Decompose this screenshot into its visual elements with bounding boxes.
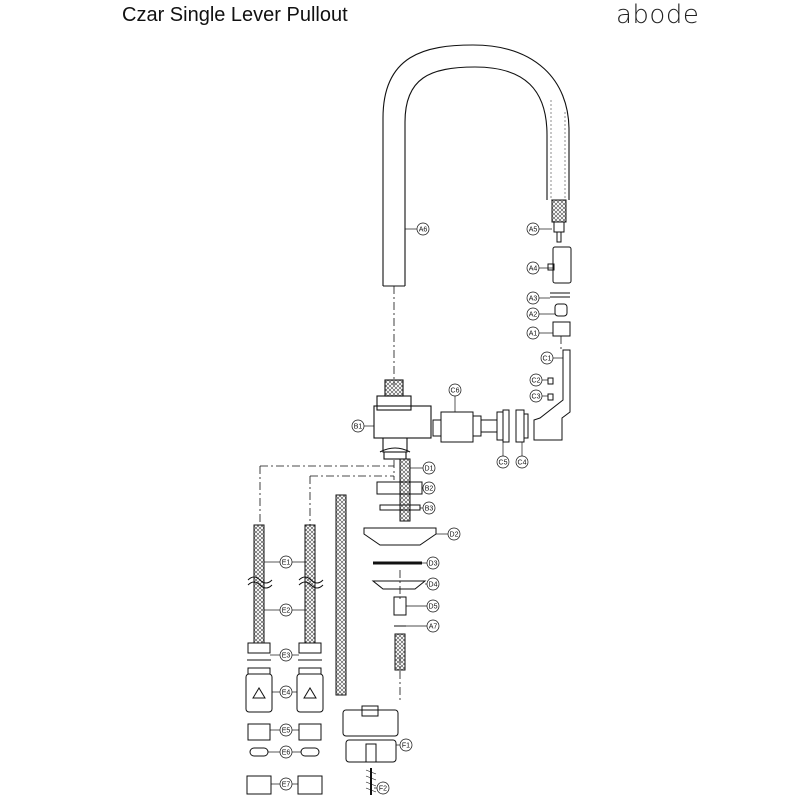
svg-text:C3: C3 — [532, 394, 541, 401]
svg-text:C4: C4 — [518, 460, 527, 467]
svg-text:D1: D1 — [425, 466, 434, 473]
svg-text:F1: F1 — [402, 743, 410, 750]
svg-text:A7: A7 — [429, 624, 438, 631]
svg-text:E4: E4 — [282, 690, 291, 697]
svg-text:A3: A3 — [529, 296, 538, 303]
counterweight — [342, 705, 399, 795]
callout-b3: B3 — [420, 501, 436, 515]
svg-text:A1: A1 — [529, 331, 538, 338]
long-pullout-hose — [335, 494, 347, 696]
svg-text:E7: E7 — [282, 782, 291, 789]
callout-b2: B2 — [422, 481, 436, 495]
supply-hose-left — [245, 524, 273, 795]
svg-text:D3: D3 — [429, 561, 438, 568]
spout-body — [382, 44, 570, 287]
svg-text:C2: C2 — [532, 378, 541, 385]
svg-text:F2: F2 — [379, 786, 387, 793]
callout-d5: D5 — [406, 599, 440, 613]
svg-text:A2: A2 — [529, 312, 538, 319]
callout-d3: D3 — [422, 556, 440, 570]
svg-text:A4: A4 — [529, 266, 538, 273]
tap-body — [373, 379, 432, 460]
svg-text:C6: C6 — [451, 388, 460, 395]
cartridge-and-lever — [432, 349, 571, 443]
svg-text:D4: D4 — [429, 582, 438, 589]
svg-text:B1: B1 — [354, 424, 363, 431]
brand-logo: abode — [616, 0, 700, 30]
svg-text:C5: C5 — [499, 460, 508, 467]
callout-f1: F1 — [396, 738, 413, 752]
callout-c6: C6 — [448, 383, 462, 412]
svg-text:E5: E5 — [282, 728, 291, 735]
callout-d4: D4 — [425, 577, 440, 591]
callout-a6: A6 — [405, 222, 430, 236]
callout-a3: A3 — [526, 291, 550, 305]
callout-a4: A4 — [526, 261, 553, 275]
callout-c5: C5 — [496, 442, 510, 469]
svg-text:C1: C1 — [543, 356, 552, 363]
page-title: Czar Single Lever Pullout — [122, 4, 348, 26]
svg-text:D5: D5 — [429, 604, 438, 611]
svg-text:B3: B3 — [425, 506, 434, 513]
svg-text:E6: E6 — [282, 750, 291, 757]
callout-a5: A5 — [526, 222, 552, 236]
svg-text:B2: B2 — [425, 486, 434, 493]
spout-inner-hose-braid — [550, 100, 566, 201]
callout-f2: F2 — [374, 781, 390, 795]
callout-a7: A7 — [406, 619, 440, 633]
callout-e4: E4 — [272, 685, 297, 699]
callout-c3: C3 — [529, 389, 548, 403]
pullout-hose-connector — [547, 199, 572, 337]
svg-text:A5: A5 — [529, 227, 538, 234]
callout-a2: A2 — [526, 307, 555, 321]
supply-hose-right — [296, 524, 324, 795]
callout-e6: E6 — [268, 745, 301, 759]
callout-e1: E1 — [264, 555, 305, 569]
callout-c2: C2 — [529, 373, 548, 387]
callout-b1: B1 — [351, 419, 374, 433]
callout-c1: C1 — [540, 351, 563, 365]
svg-text:A6: A6 — [419, 227, 428, 234]
svg-text:E3: E3 — [282, 653, 291, 660]
callout-e5: E5 — [270, 723, 299, 737]
callout-d2: D2 — [436, 527, 461, 541]
svg-text:E1: E1 — [282, 560, 291, 567]
svg-text:E2: E2 — [282, 608, 291, 615]
callout-a1: A1 — [526, 326, 553, 340]
svg-text:D2: D2 — [450, 532, 459, 539]
callout-d1: D1 — [410, 461, 436, 475]
callout-e2: E2 — [264, 603, 305, 617]
mounting-stud — [363, 458, 437, 671]
callout-c4: C4 — [515, 442, 529, 469]
callout-e3: E3 — [270, 648, 299, 662]
callout-e7: E7 — [271, 777, 298, 791]
